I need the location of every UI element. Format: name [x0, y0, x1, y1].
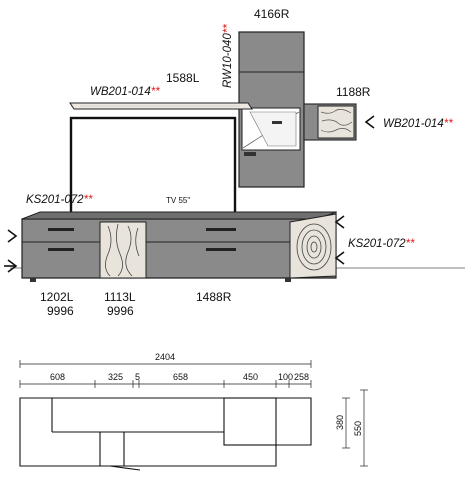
wall-shelf-right: [303, 103, 357, 141]
dimension-seg-1: 608: [50, 372, 65, 382]
sideboard-left-code: KS201-072**: [26, 194, 93, 206]
dimension-seg-5: 450: [243, 372, 258, 382]
plan-outline: [19, 397, 312, 471]
module-middle-code: 1113L: [104, 290, 136, 304]
dimension-seg-6: 100: [278, 372, 293, 382]
tower-code-label: 4166R: [254, 7, 290, 21]
module-right-code: 1488R: [196, 290, 232, 304]
dimension-lines: [19, 360, 368, 467]
tower-rw-code: RW10-040**: [222, 24, 234, 88]
dimension-height-outer: 550: [353, 421, 363, 436]
dimension-seg-2: 325: [108, 372, 123, 382]
shelf-left-code: WB201-014**: [90, 86, 160, 98]
shelf-right-code: WB201-014**: [383, 118, 453, 130]
tower-cabinet: [238, 31, 305, 188]
tv-label: TV 55": [166, 196, 190, 205]
sideboard-right-code: KS201-072**: [348, 238, 415, 250]
module-left-code: 1202L: [40, 290, 74, 304]
dimension-seg-3: 5: [135, 372, 140, 382]
tv-screen: [69, 116, 237, 220]
wall-shelf-left: [69, 102, 253, 110]
pointer-arrows: [4, 115, 375, 273]
dimension-total: 2404: [155, 352, 175, 362]
shelf-left-length: 1588L: [166, 71, 200, 85]
module-left-sub: 9996: [47, 304, 74, 318]
shelf-right-length: 1188R: [336, 85, 371, 99]
module-middle-sub: 9996: [107, 304, 134, 318]
dimension-seg-4: 658: [173, 372, 188, 382]
dimension-seg-7: 258: [294, 372, 309, 382]
dimension-height-inner: 380: [335, 415, 345, 430]
sideboard: [21, 211, 337, 282]
